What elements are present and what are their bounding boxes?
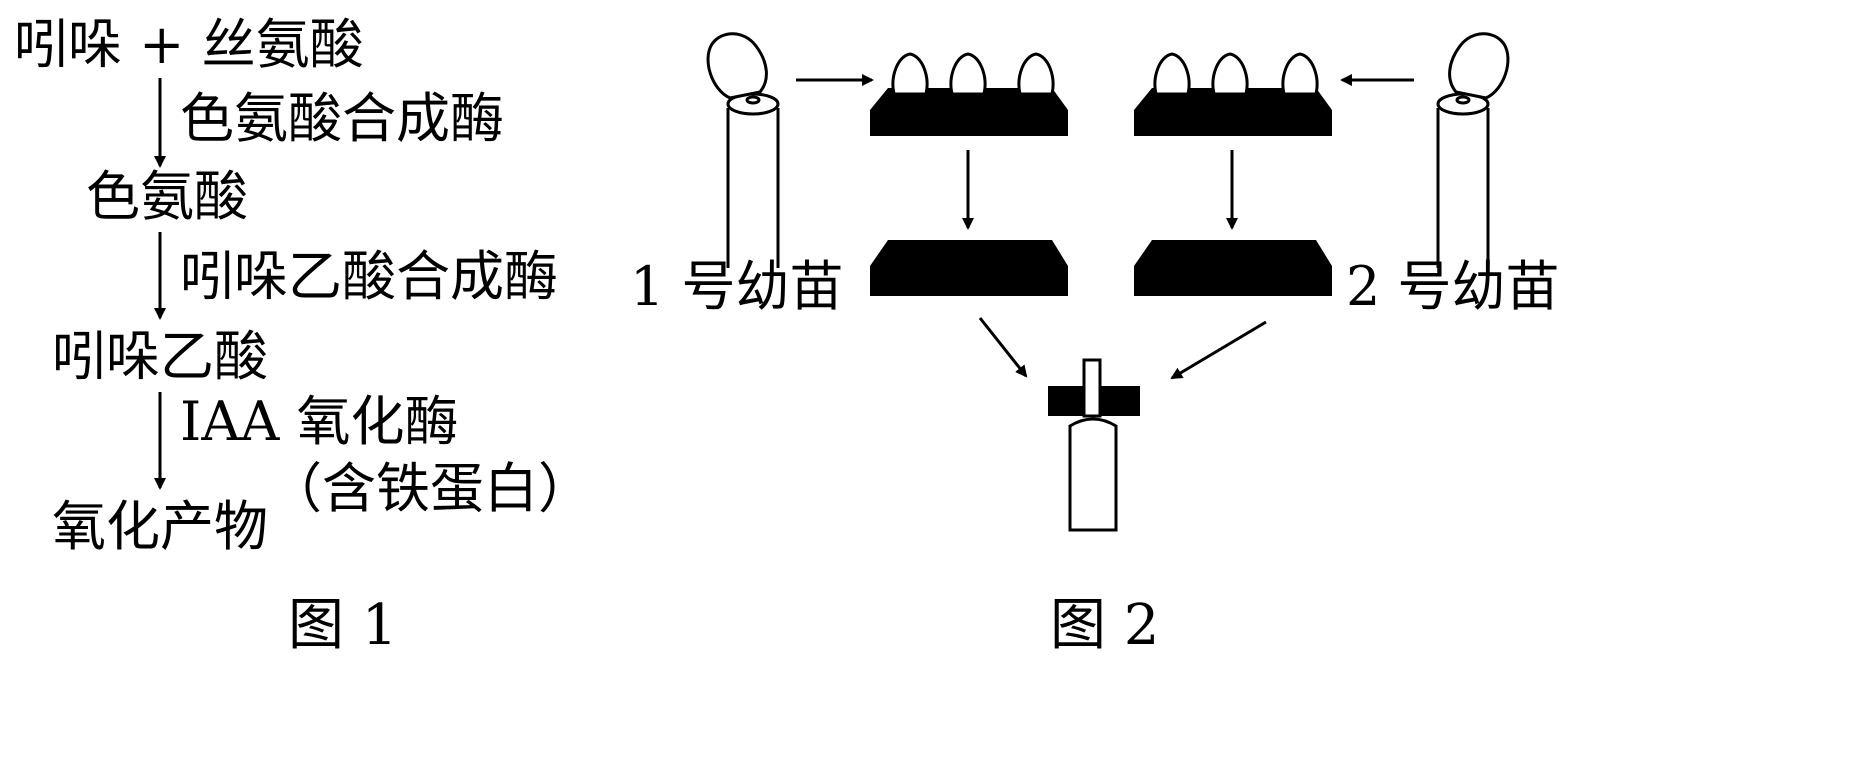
enzyme-iaa-oxidase-label: IAA 氧化酶 xyxy=(180,390,459,453)
seedling-2 xyxy=(1436,32,1510,268)
arrow-agar2-to-test xyxy=(1170,320,1267,380)
agar-block-with-tips-1 xyxy=(870,52,1068,136)
substrate-label: 吲哚 + 丝氨酸 xyxy=(14,13,364,76)
iaa-label: 吲哚乙酸 xyxy=(52,325,268,388)
seedling1-label: 1 号幼苗 xyxy=(630,255,844,318)
oxidation-product-label: 氧化产物 xyxy=(52,495,268,558)
figure2-caption: 图 2 xyxy=(1050,593,1160,658)
agar-block-2 xyxy=(1134,240,1332,296)
iron-protein-note: （含铁蛋白） xyxy=(268,457,592,520)
agar-block-with-tips-2 xyxy=(1134,52,1332,136)
enzyme-tryptophan-synthase-label: 色氨酸合成酶 xyxy=(180,87,504,150)
test-seedling xyxy=(1048,358,1140,532)
enzyme-iaa-synthase-label: 吲哚乙酸合成酶 xyxy=(180,245,558,308)
agar-block-1 xyxy=(870,240,1068,296)
tryptophan-label: 色氨酸 xyxy=(86,165,248,228)
arrow-agar1-to-test xyxy=(978,317,1028,378)
figure1-caption: 图 1 xyxy=(288,593,398,658)
seedling2-label: 2 号幼苗 xyxy=(1346,255,1560,318)
seedling-1 xyxy=(706,32,780,268)
